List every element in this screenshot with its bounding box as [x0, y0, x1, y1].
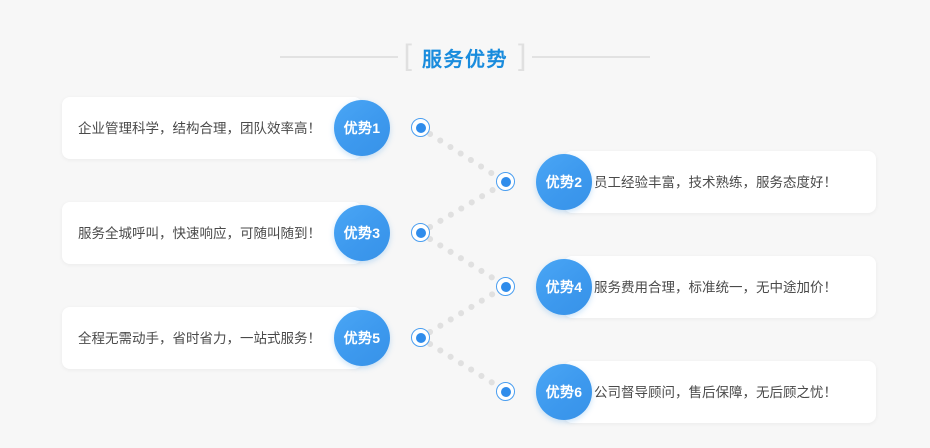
advantage-badge: 优势6: [536, 364, 592, 420]
bullet-marker-icon: [496, 277, 515, 296]
header-rule-left: [279, 56, 398, 58]
advantage-text: 企业管理科学，结构合理，团队效率高！: [78, 120, 321, 136]
advantage-badge: 优势1: [334, 100, 390, 156]
bullet-marker-icon: [496, 172, 515, 191]
list-item[interactable]: 公司督导顾问，售后保障，无后顾之忧！ 优势6: [496, 361, 876, 423]
list-item[interactable]: 企业管理科学，结构合理，团队效率高！ 优势1: [62, 97, 430, 159]
advantage-text: 服务全城呼叫，快速响应，可随叫随到！: [78, 225, 321, 241]
advantage-card[interactable]: 公司督导顾问，售后保障，无后顾之忧！: [564, 361, 876, 423]
header-inner: [ 服务优势 ]: [279, 39, 651, 72]
bullet-marker-icon: [411, 118, 430, 137]
advantage-text: 全程无需动手，省时省力，一站式服务！: [78, 330, 321, 346]
list-item[interactable]: 员工经验丰富，技术熟练，服务态度好！ 优势2: [496, 151, 876, 213]
page-title: 服务优势: [422, 48, 508, 71]
list-item[interactable]: 服务费用合理，标准统一，无中途加价！ 优势4: [496, 256, 876, 318]
advantage-text: 员工经验丰富，技术熟练，服务态度好！: [594, 174, 837, 190]
section-header: [ 服务优势 ]: [0, 0, 930, 92]
advantage-badge: 优势2: [536, 154, 592, 210]
advantage-card[interactable]: 服务全城呼叫，快速响应，可随叫随到！: [62, 202, 362, 264]
bracket-left-icon: [: [403, 39, 412, 72]
list-item[interactable]: 全程无需动手，省时省力，一站式服务！ 优势5: [62, 307, 430, 369]
advantage-card[interactable]: 服务费用合理，标准统一，无中途加价！: [564, 256, 876, 318]
list-item[interactable]: 服务全城呼叫，快速响应，可随叫随到！ 优势3: [62, 202, 430, 264]
header-rule-right: [532, 56, 651, 58]
bullet-marker-icon: [411, 328, 430, 347]
bullet-marker-icon: [496, 382, 515, 401]
bullet-marker-icon: [411, 223, 430, 242]
advantage-badge: 优势3: [334, 205, 390, 261]
advantage-text: 公司督导顾问，售后保障，无后顾之忧！: [594, 384, 837, 400]
advantage-card[interactable]: 员工经验丰富，技术熟练，服务态度好！: [564, 151, 876, 213]
bracket-right-icon: ]: [518, 39, 527, 72]
advantage-card[interactable]: 全程无需动手，省时省力，一站式服务！: [62, 307, 362, 369]
advantage-card[interactable]: 企业管理科学，结构合理，团队效率高！: [62, 97, 362, 159]
advantage-badge: 优势5: [334, 310, 390, 366]
advantage-text: 服务费用合理，标准统一，无中途加价！: [594, 279, 837, 295]
advantage-badge: 优势4: [536, 259, 592, 315]
